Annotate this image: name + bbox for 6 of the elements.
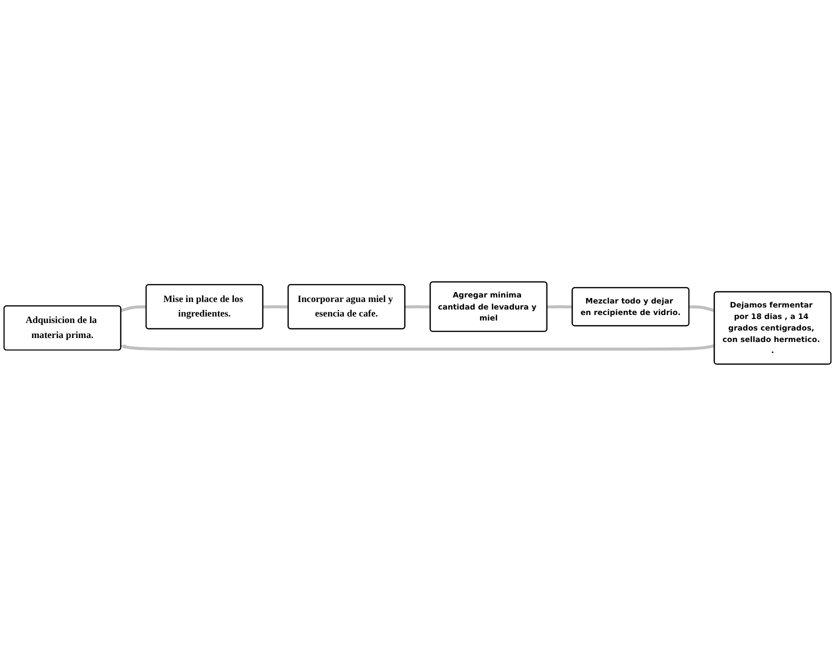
- connector: [547, 305, 572, 308]
- connector: [689, 305, 715, 312]
- arrow: [120, 344, 715, 351]
- connector: [263, 305, 288, 308]
- connector: [120, 305, 146, 312]
- connector: [405, 305, 430, 308]
